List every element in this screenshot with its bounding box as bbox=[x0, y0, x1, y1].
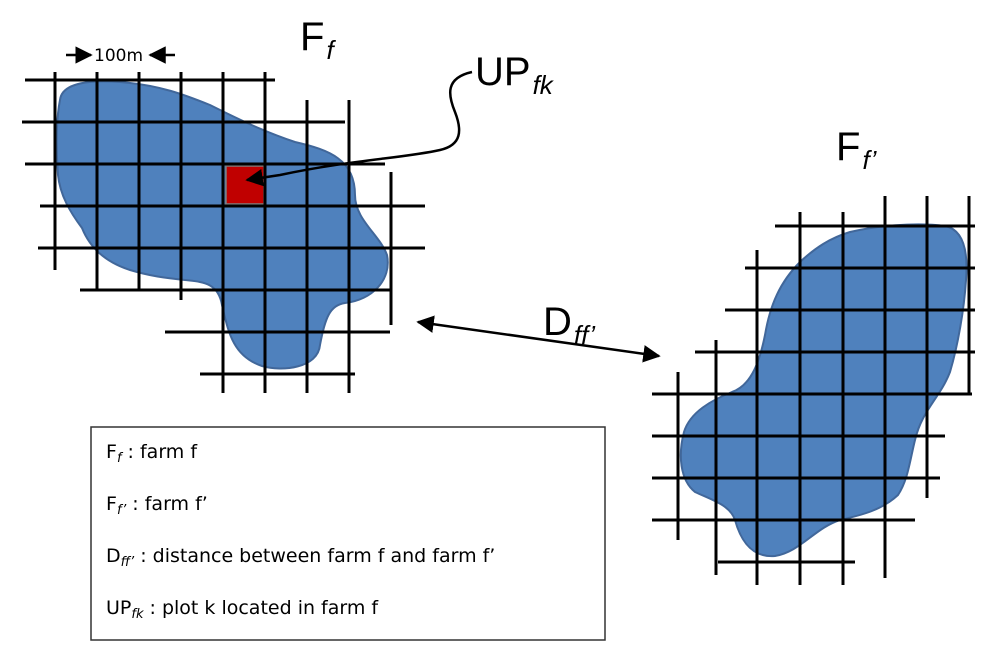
grid-farm-f2 bbox=[652, 196, 975, 585]
legend-item-farm-f2: Ff’ : farm f’ bbox=[106, 493, 208, 518]
legend-box bbox=[90, 426, 606, 641]
plot-k-square bbox=[225, 165, 265, 205]
grid-farm-f bbox=[22, 72, 425, 393]
distance-label: Dff’ bbox=[543, 300, 596, 350]
legend-item-plot: UPfk : plot k located in farm f bbox=[106, 597, 379, 622]
legend-item-distance: Dff’ : distance between farm f and farm … bbox=[106, 545, 495, 570]
plot-pointer-arrow bbox=[245, 70, 473, 187]
plot-label: UPfk bbox=[475, 50, 555, 100]
distance-arrow bbox=[416, 315, 661, 363]
farm-f2-shape bbox=[679, 223, 968, 558]
scale-indicator: 100m bbox=[66, 46, 175, 66]
scale-label: 100m bbox=[94, 46, 143, 66]
legend: Ff : farm f Ff’ : farm f’ Dff’ : distanc… bbox=[90, 426, 606, 641]
farm-f2-label: Ff’ bbox=[836, 125, 878, 175]
farm-f-label: Ff bbox=[300, 15, 336, 65]
legend-item-farm-f: Ff : farm f bbox=[106, 441, 198, 466]
